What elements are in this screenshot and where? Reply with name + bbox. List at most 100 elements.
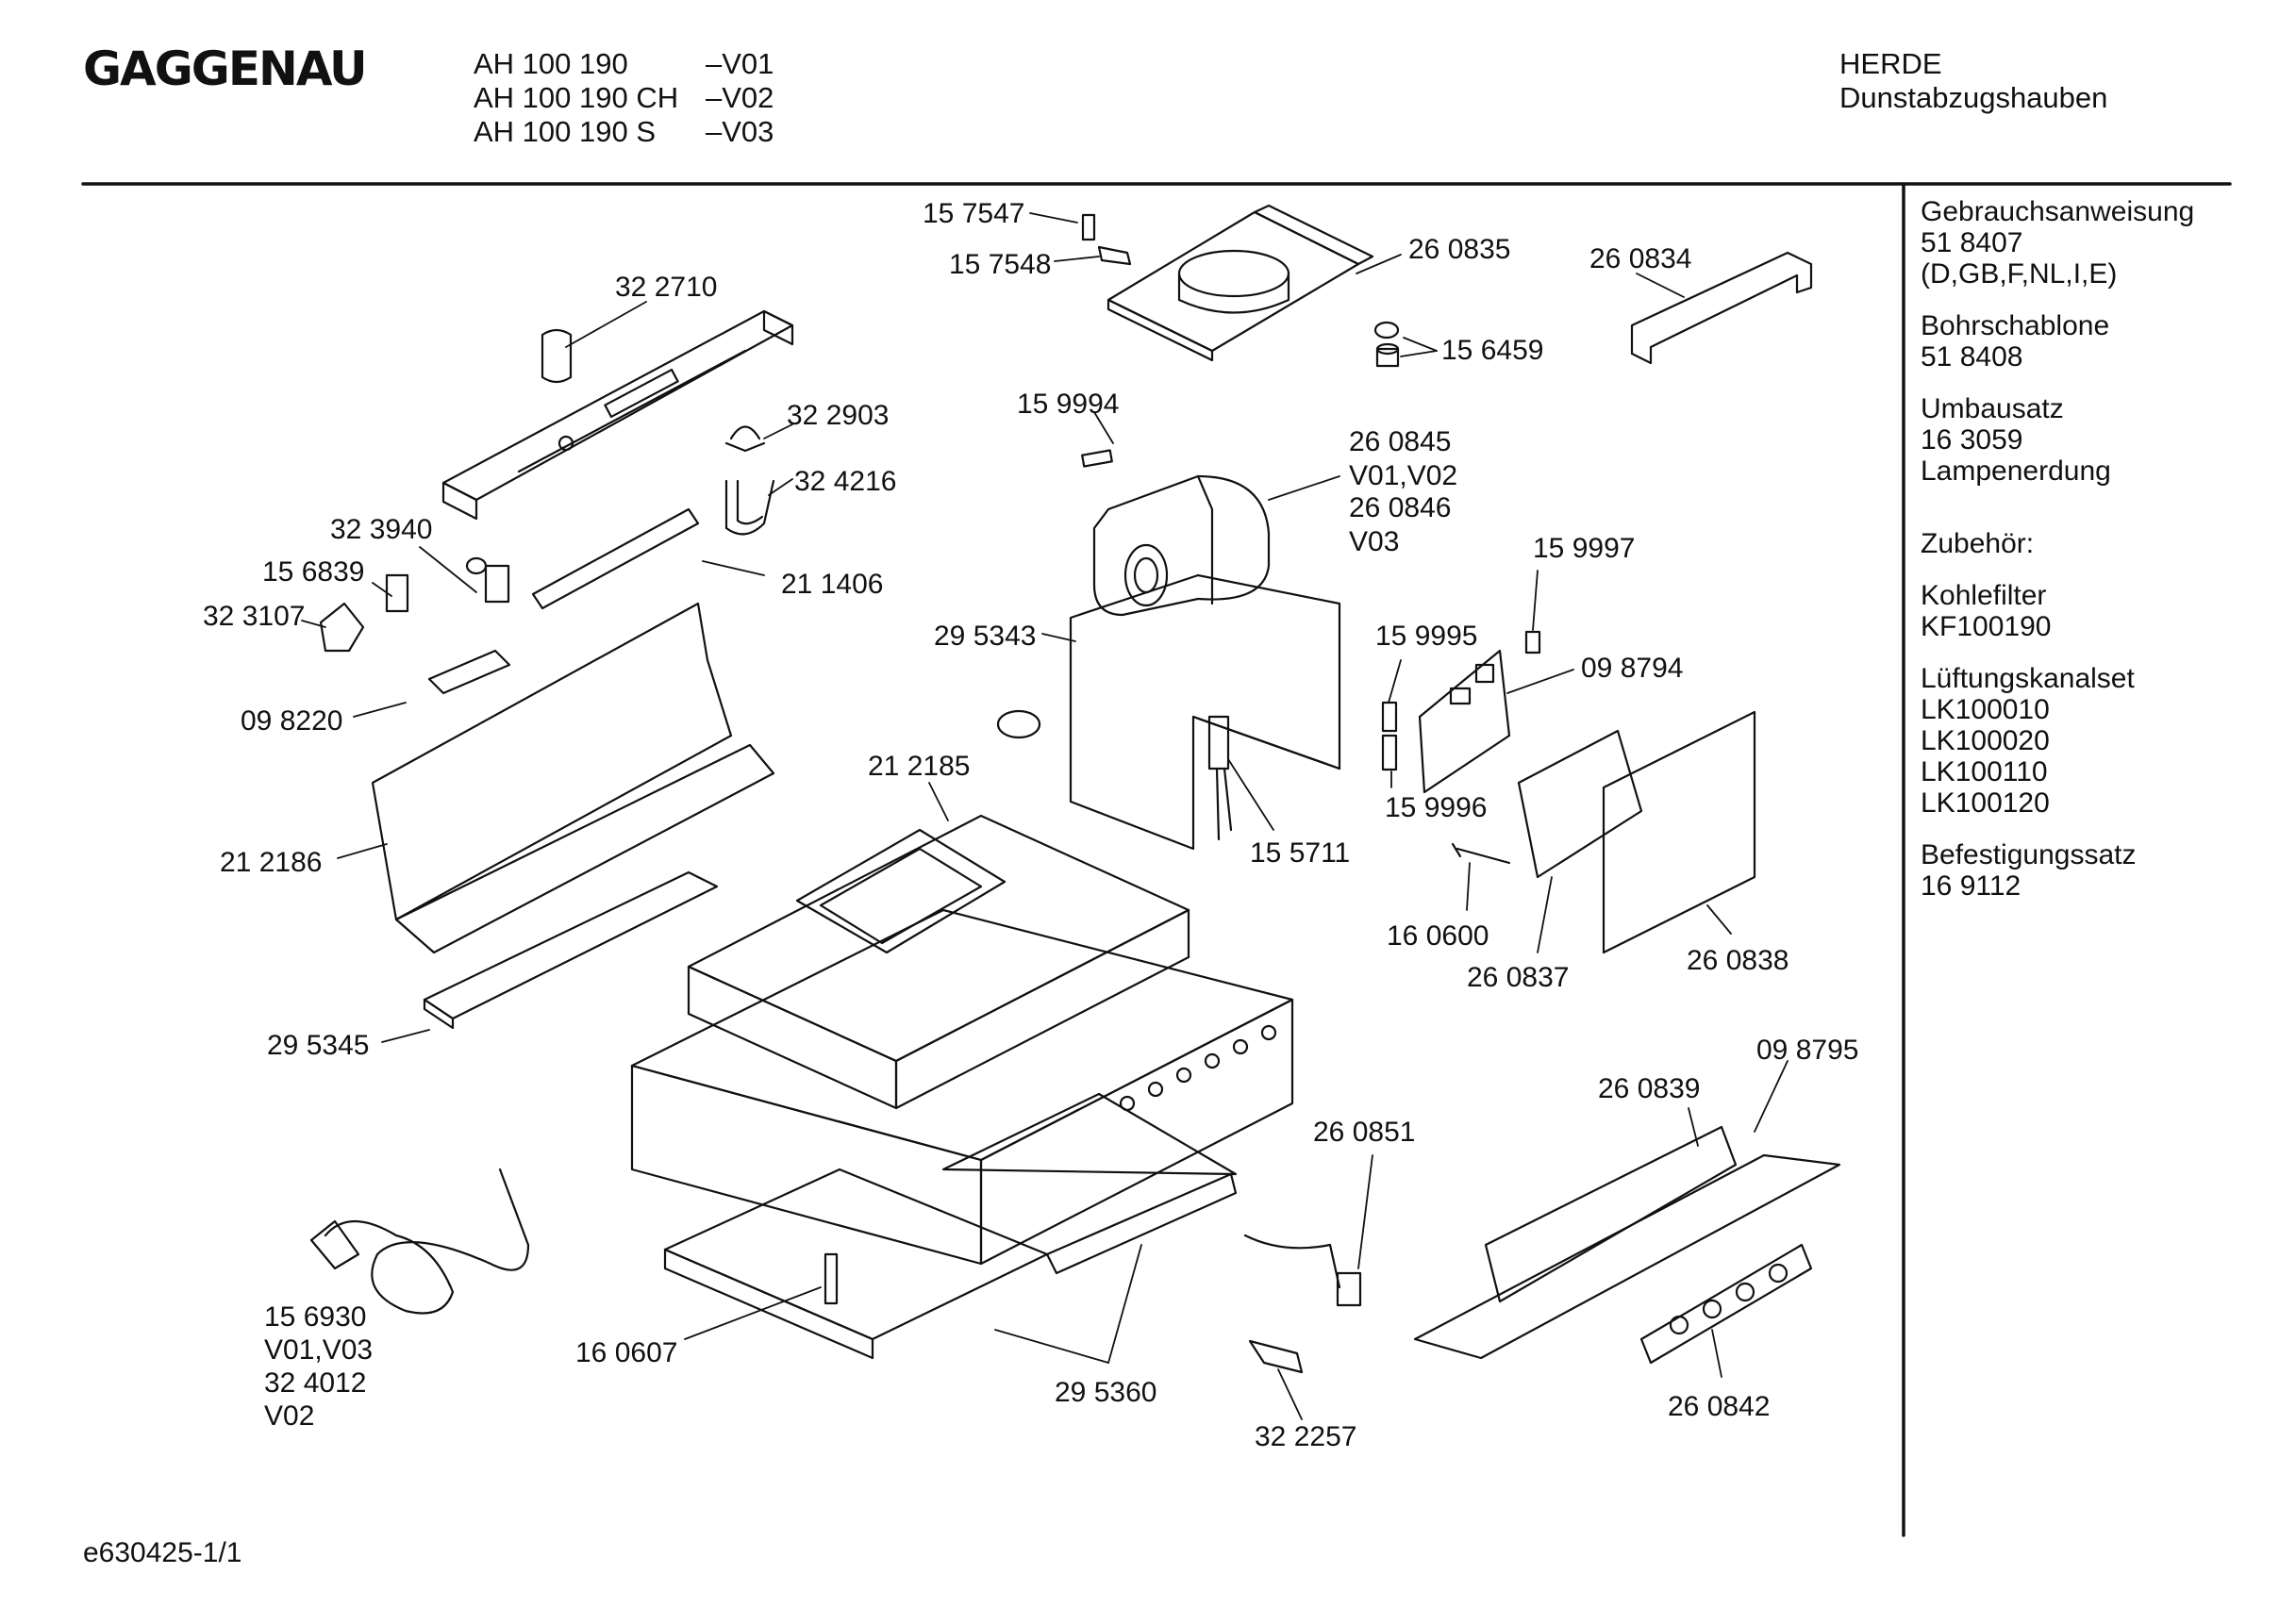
- part-label: V02: [264, 1400, 315, 1432]
- power-cable-part: [309, 1168, 530, 1315]
- category: HERDE: [1839, 47, 1942, 80]
- part-label: 32 2710: [615, 272, 718, 303]
- part-label: 09 8220: [241, 705, 343, 737]
- part-label: 15 9994: [1017, 389, 1120, 420]
- part-label: 32 3940: [330, 514, 433, 545]
- part-label: V03: [1349, 526, 1400, 557]
- sidebar-group-filter: Kohlefilter KF100190: [1921, 580, 2288, 642]
- part-label: 26 0834: [1589, 243, 1692, 274]
- part-label: 32 2257: [1255, 1421, 1357, 1452]
- sidebar-group-accessories: Zubehör:: [1921, 528, 2288, 559]
- part-label: 29 5360: [1055, 1377, 1157, 1408]
- pin-part: [824, 1252, 839, 1305]
- sidebar-text: LK100010: [1921, 694, 2050, 725]
- capacitor-part: [1207, 715, 1233, 841]
- part-label: 26 0846: [1349, 492, 1452, 523]
- part-label: 15 9997: [1533, 533, 1636, 564]
- mounting-plate-part: [1106, 204, 1374, 362]
- sidebar-text: Lüftungskanalset: [1921, 663, 2135, 694]
- spring-clip-part: [724, 425, 775, 536]
- mount-part: [1248, 1339, 1304, 1374]
- sidebar-text: LK100110: [1921, 756, 2048, 787]
- glass-cover-part: [423, 870, 719, 1030]
- variant-3: –V03: [706, 115, 774, 148]
- part-label: 26 0851: [1313, 1117, 1416, 1148]
- sidebar-text: Lampenerdung: [1921, 456, 2111, 487]
- part-label: 32 4216: [794, 466, 897, 497]
- part-label: 26 0837: [1467, 962, 1570, 993]
- model-2: AH 100 190 CH: [474, 81, 679, 114]
- part-label: 21 2185: [868, 751, 971, 782]
- sidebar-text: Zubehör:: [1921, 528, 2035, 559]
- drawing-id: e630425-1/1: [83, 1537, 242, 1568]
- part-label: 15 9996: [1385, 792, 1488, 823]
- model-1: AH 100 190: [474, 47, 628, 80]
- sidebar-group-manual: Gebrauchsanweisung 51 8407 (D,GB,F,NL,I,…: [1921, 196, 2288, 290]
- sidebar-text: LK100020: [1921, 725, 2050, 756]
- part-label: 15 6459: [1441, 335, 1544, 366]
- part-label: 21 2186: [220, 847, 323, 878]
- sidebar-text: Umbausatz: [1921, 393, 2064, 424]
- light-housing-part: [441, 309, 794, 521]
- sidebar-text: Bohrschablone: [1921, 310, 2110, 341]
- motor-bracket-part: [996, 573, 1341, 851]
- grease-filter-part: [663, 1092, 1238, 1360]
- lamp-part: [319, 507, 700, 695]
- part-label: 15 5711: [1250, 837, 1351, 869]
- control-panel-part: [1413, 1125, 1841, 1365]
- cover-panel-part: [1517, 710, 1756, 954]
- nut-part: [1373, 321, 1400, 368]
- part-label: 26 0842: [1668, 1391, 1771, 1422]
- sidebar-text: (D,GB,F,NL,I,E): [1921, 258, 2118, 290]
- sidebar-group-conversion: Umbausatz 16 3059 Lampenerdung: [1921, 393, 2288, 487]
- part-label: 26 0838: [1687, 945, 1789, 976]
- part-label: 09 8795: [1756, 1035, 1859, 1066]
- sidebar-text: Befestigungssatz: [1921, 839, 2137, 870]
- part-label: 15 9995: [1375, 621, 1478, 652]
- connector-part: [1381, 630, 1541, 771]
- sidebar-text: 16 3059: [1921, 424, 2023, 456]
- part-label: 26 0835: [1408, 234, 1511, 265]
- sidebar-text: 16 9112: [1921, 870, 2021, 902]
- sidebar-group-duct: Lüftungskanalset LK100010 LK100020 LK100…: [1921, 663, 2288, 819]
- sidebar-text: Kohlefilter: [1921, 580, 2047, 611]
- part-label: 32 2903: [787, 400, 890, 431]
- sidebar-group-template: Bohrschablone 51 8408: [1921, 310, 2288, 373]
- accessories-sidebar: Gebrauchsanweisung 51 8407 (D,GB,F,NL,I,…: [1921, 196, 2288, 922]
- part-label: 32 3107: [203, 601, 306, 632]
- part-label: 15 6930: [264, 1301, 367, 1333]
- part-label: 29 5343: [934, 621, 1037, 652]
- part-label: 15 6839: [262, 556, 365, 588]
- part-label: 26 0839: [1598, 1073, 1701, 1104]
- sidebar-text: 51 8407: [1921, 227, 2023, 258]
- hood-housing-part: [630, 814, 1294, 1266]
- clip-part: [1081, 213, 1132, 266]
- sidebar-text: KF100190: [1921, 611, 2052, 642]
- model-3: AH 100 190 S: [474, 115, 657, 148]
- part-label: 21 1406: [781, 569, 884, 600]
- leader-lines: [301, 212, 1789, 1420]
- sidebar-text: LK100120: [1921, 787, 2050, 819]
- variant-1: –V01: [706, 47, 774, 80]
- brand-logo: GAGGENAU: [83, 41, 368, 96]
- part-label: 29 5345: [267, 1030, 370, 1061]
- part-label: 09 8794: [1581, 653, 1684, 684]
- sidebar-text: 51 8408: [1921, 341, 2023, 373]
- part-label: V01,V02: [1349, 460, 1458, 491]
- variant-2: –V02: [706, 81, 774, 114]
- screw-part: [1451, 842, 1511, 865]
- sidebar-group-mounting: Befestigungssatz 16 9112: [1921, 839, 2288, 902]
- part-label: 26 0845: [1349, 426, 1452, 457]
- wall-bracket-part: [1630, 251, 1813, 365]
- sidebar-text: Gebrauchsanweisung: [1921, 196, 2195, 227]
- blower-fan-part: [1081, 449, 1271, 617]
- part-label: V01,V03: [264, 1334, 374, 1366]
- subcategory: Dunstabzugshauben: [1839, 81, 2108, 114]
- circuit-board-part: [1418, 649, 1511, 794]
- part-label: 16 0600: [1387, 920, 1489, 952]
- wire-harness-part: [1243, 1234, 1362, 1307]
- part-label: 32 4012: [264, 1367, 367, 1399]
- reflector-part: [371, 602, 775, 954]
- part-label: 15 7548: [949, 249, 1052, 280]
